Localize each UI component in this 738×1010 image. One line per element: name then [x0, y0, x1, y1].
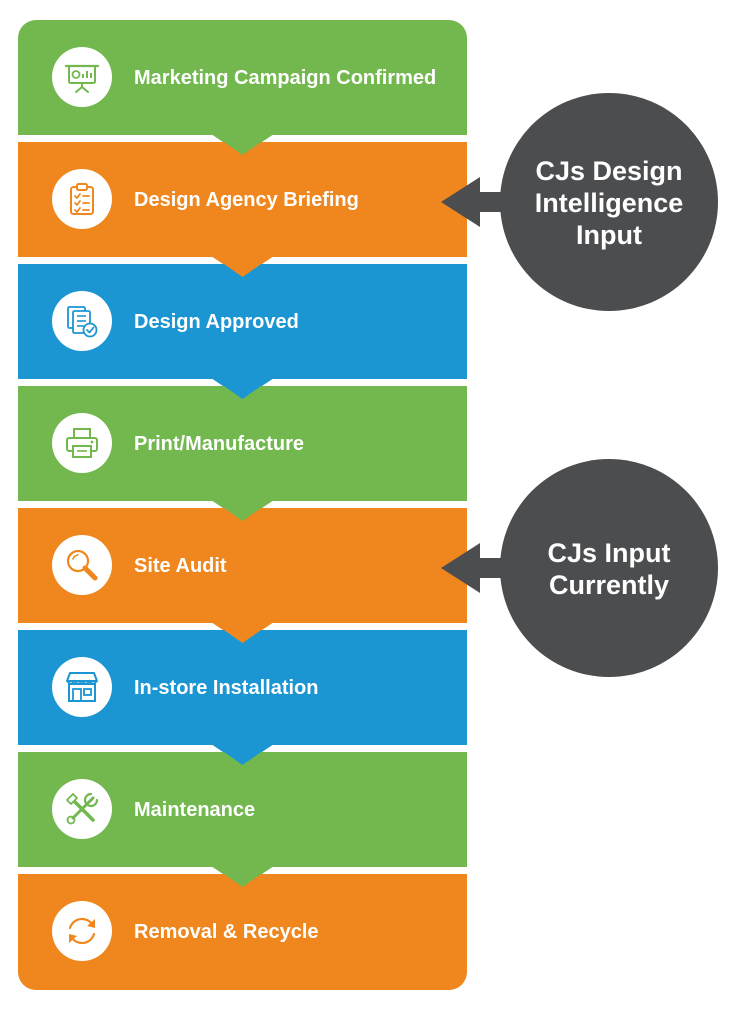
callout-line: CJs Design: [535, 156, 682, 186]
step-label: Marketing Campaign Confirmed: [134, 67, 436, 89]
step-band-2: [18, 142, 467, 277]
step-band-1: [18, 20, 467, 155]
magnifier-icon: [52, 535, 112, 595]
recycle-arrows-icon: [52, 901, 112, 961]
step-item: Site Audit: [52, 535, 227, 595]
callout-pointer-arrow: [441, 543, 515, 593]
step-item: Print/Manufacture: [52, 413, 304, 473]
step-band-7: [18, 752, 467, 887]
step-connector-arrow: [212, 622, 273, 643]
step-label: Removal & Recycle: [134, 921, 319, 943]
callout-pointer-arrow: [441, 177, 515, 227]
callout-circle: [500, 459, 718, 677]
callout-line: Currently: [549, 570, 669, 600]
step-connector-arrow: [212, 378, 273, 399]
step-band-6: [18, 630, 467, 765]
step-label: Design Approved: [134, 311, 299, 333]
step-item: Marketing Campaign Confirmed: [52, 47, 436, 107]
approved-documents-icon: [52, 291, 112, 351]
callout-line: Intelligence: [535, 188, 684, 218]
step-connector-arrow: [212, 500, 273, 521]
step-item: In-store Installation: [52, 657, 318, 717]
callout-line: Input: [576, 220, 642, 250]
step-band-8: [18, 874, 467, 990]
step-item: Maintenance: [52, 779, 255, 839]
callout-line: CJs Input: [547, 538, 670, 568]
step-connector-arrow: [212, 744, 273, 765]
clipboard-checklist-icon: [52, 169, 112, 229]
storefront-icon: [52, 657, 112, 717]
callout-circle: [500, 93, 718, 311]
step-item: Design Agency Briefing: [52, 169, 359, 229]
step-label: In-store Installation: [134, 677, 318, 699]
step-connector-arrow: [212, 866, 273, 887]
tools-icon: [52, 779, 112, 839]
step-label: Maintenance: [134, 799, 255, 821]
step-bands: [18, 20, 467, 990]
step-band-4: [18, 386, 467, 521]
step-connector-arrow: [212, 134, 273, 155]
step-connector-arrow: [212, 256, 273, 277]
step-item: Design Approved: [52, 291, 299, 351]
presentation-board-icon: [52, 47, 112, 107]
step-item: Removal & Recycle: [52, 901, 319, 961]
step-label: Print/Manufacture: [134, 433, 304, 455]
step-label: Site Audit: [134, 555, 227, 577]
step-label: Design Agency Briefing: [134, 189, 359, 211]
step-band-3: [18, 264, 467, 399]
step-band-5: [18, 508, 467, 643]
printer-icon: [52, 413, 112, 473]
